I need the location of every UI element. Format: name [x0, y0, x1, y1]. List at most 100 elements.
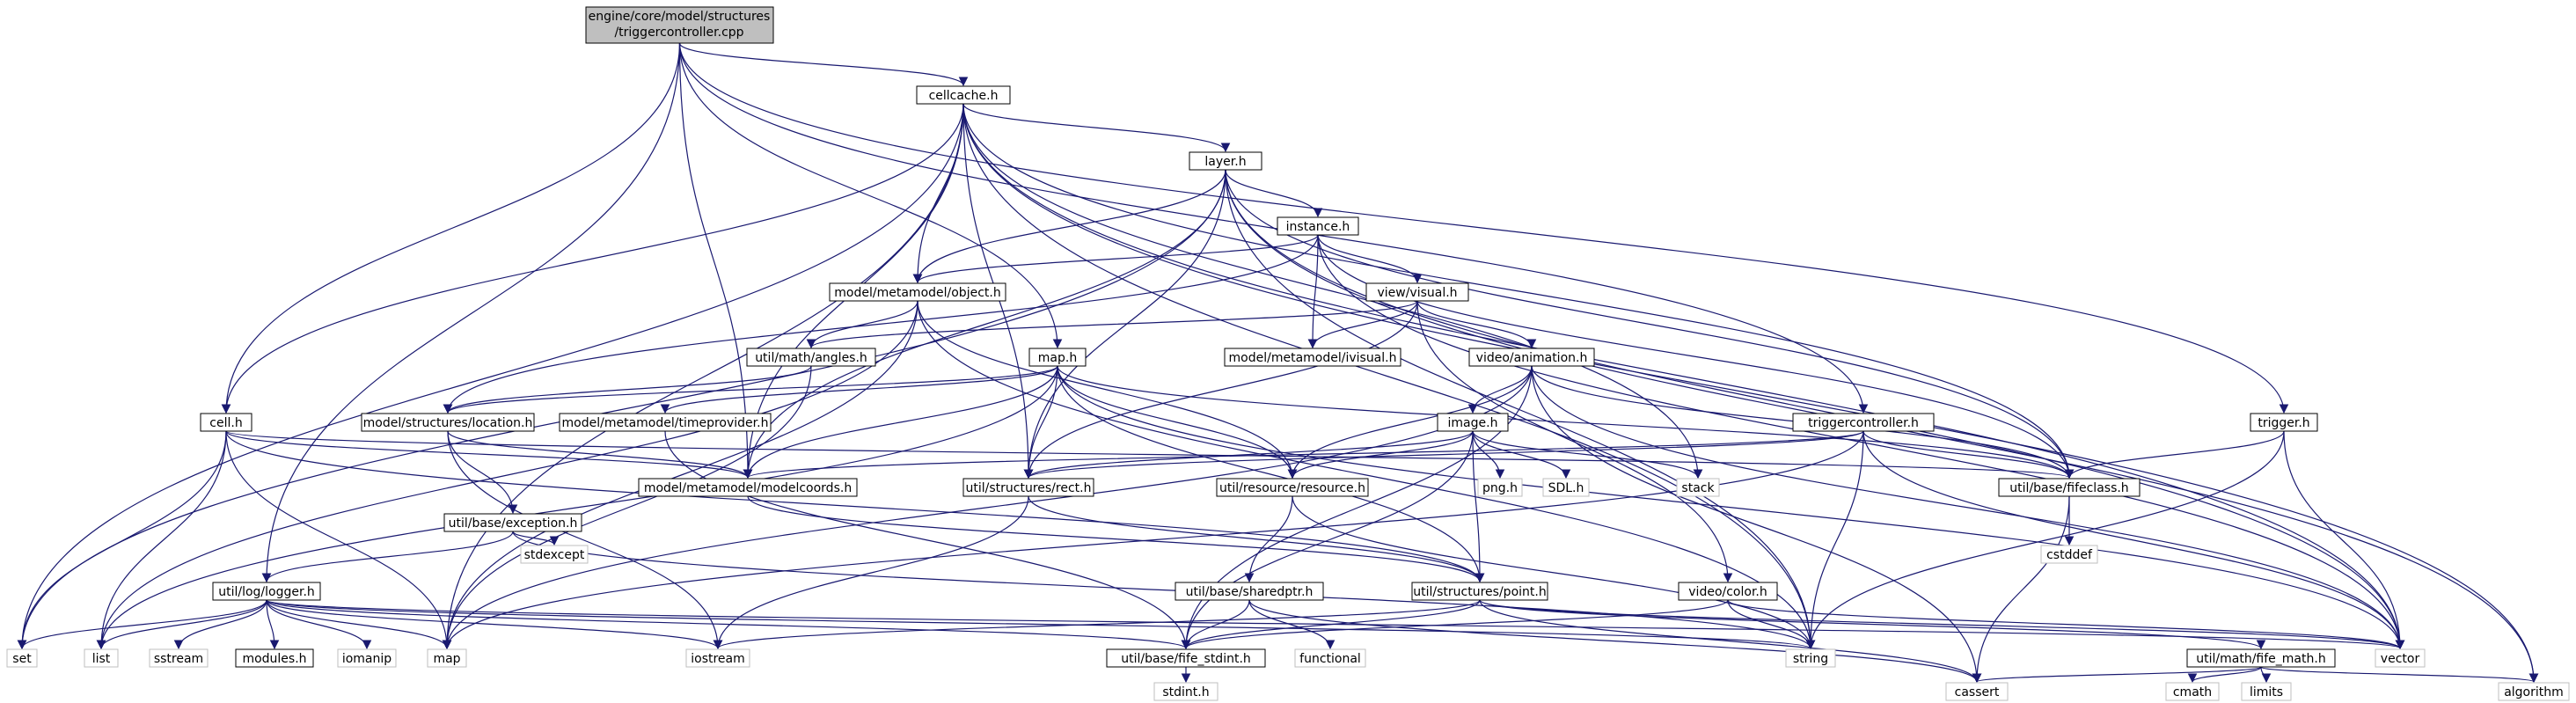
edge-cellcache-h-to-string	[962, 103, 1816, 650]
node-stdint-h[interactable]: stdint.h	[1153, 682, 1218, 701]
edge-trigger-h-to-string	[1805, 430, 2285, 650]
edge-rect-h-to-point-h	[1028, 495, 1485, 583]
svg-text:instance.h: instance.h	[1286, 220, 1350, 234]
edge-cell-h-to-set	[17, 430, 227, 650]
node-string[interactable]: string	[1785, 648, 1836, 668]
edge-triggercontroller-h-to-modelcoords-h	[743, 430, 1864, 480]
edge-map-h-to-resource-h	[1057, 365, 1298, 480]
svg-text:limits: limits	[2250, 685, 2283, 699]
node-angles-h[interactable]: util/math/angles.h	[746, 348, 876, 367]
node-fife-stdint-h[interactable]: util/base/fife_stdint.h	[1106, 648, 1266, 668]
node-point-h[interactable]: util/structures/point.h	[1411, 582, 1548, 601]
edge-triggercontroller-cpp-to-triggercontroller-h	[678, 42, 1869, 414]
node-timeprovider-h[interactable]: model/metamodel/timeprovider.h	[559, 413, 772, 432]
node-image-h[interactable]: image.h	[1437, 413, 1509, 432]
edge-visual-h-to-animation-h	[1416, 300, 1537, 349]
edge-cell-h-to-list	[96, 430, 227, 650]
edge-cell-h-to-modelcoords-h	[225, 430, 753, 480]
node-modelcoords-h[interactable]: model/metamodel/modelcoords.h	[638, 478, 858, 497]
node-triggercontroller-cpp[interactable]: engine/core/model/structures/triggercont…	[585, 6, 774, 44]
node-trigger-h[interactable]: trigger.h	[2250, 413, 2318, 432]
node-resource-h[interactable]: util/resource/resource.h	[1216, 478, 1369, 497]
svg-text:util/base/fifeclass.h: util/base/fifeclass.h	[2009, 481, 2128, 495]
node-object-h[interactable]: model/metamodel/object.h	[829, 282, 1006, 302]
svg-text:util/math/fife_math.h: util/math/fife_math.h	[2196, 652, 2325, 666]
node-location-h[interactable]: model/structures/location.h	[361, 413, 535, 432]
node-exception-h[interactable]: util/base/exception.h	[443, 513, 582, 532]
svg-text:util/structures/rect.h: util/structures/rect.h	[966, 481, 1092, 495]
node-limits[interactable]: limits	[2241, 682, 2292, 701]
node-png-h[interactable]: png.h	[1477, 478, 1523, 497]
node-map[interactable]: map	[427, 648, 467, 668]
node-vector[interactable]: vector	[2375, 648, 2426, 668]
edge-cell-h-to-point-h	[225, 430, 1485, 583]
edge-fife-math-h-to-algorithm	[2260, 666, 2539, 684]
edge-triggercontroller-cpp-to-cell-h	[221, 42, 681, 414]
svg-text:stdexcept: stdexcept	[524, 548, 585, 562]
node-root-line2: /triggercontroller.cpp	[614, 26, 743, 40]
edge-point-h-to-iostream	[713, 599, 1481, 650]
svg-text:functional: functional	[1299, 652, 1361, 666]
node-fife-math-h[interactable]: util/math/fife_math.h	[2186, 648, 2336, 668]
edge-map-h-to-list	[96, 365, 1058, 650]
node-stack[interactable]: stack	[1676, 478, 1720, 497]
edge-location-h-to-iostream	[447, 430, 723, 650]
svg-text:iomanip: iomanip	[342, 652, 392, 666]
edge-visual-h-to-color-h	[1416, 300, 1733, 583]
node-algorithm[interactable]: algorithm	[2498, 682, 2570, 701]
node-rect-h[interactable]: util/structures/rect.h	[962, 478, 1094, 497]
edge-sharedptr-h-to-functional	[1248, 599, 1336, 650]
edge-layer-h-to-modelcoords-h	[743, 169, 1226, 480]
node-cellcache-h[interactable]: cellcache.h	[916, 85, 1011, 105]
edge-sharedptr-h-to-cassert	[1248, 599, 1982, 684]
node-iomanip[interactable]: iomanip	[337, 648, 397, 668]
node-list[interactable]: list	[84, 648, 119, 668]
svg-text:util/base/fife_stdint.h: util/base/fife_stdint.h	[1121, 652, 1251, 666]
node-sdl-h[interactable]: SDL.h	[1542, 478, 1590, 497]
svg-text:image.h: image.h	[1448, 416, 1498, 430]
edge-object-h-to-map	[442, 300, 918, 650]
node-triggercontroller-h[interactable]: triggercontroller.h	[1792, 413, 1935, 432]
svg-text:model/metamodel/timeprovider.h: model/metamodel/timeprovider.h	[562, 416, 769, 430]
node-animation-h[interactable]: video/animation.h	[1468, 348, 1595, 367]
node-instance-h[interactable]: instance.h	[1277, 216, 1359, 236]
node-cmath[interactable]: cmath	[2165, 682, 2220, 701]
edge-cellcache-h-to-map	[442, 103, 964, 650]
node-visual-h[interactable]: view/visual.h	[1365, 282, 1469, 302]
edge-triggercontroller-h-to-string	[1805, 430, 1864, 650]
svg-text:cmath: cmath	[2173, 685, 2212, 699]
edge-animation-h-to-image-h	[1467, 365, 1533, 414]
node-set[interactable]: set	[6, 648, 38, 668]
node-iostream[interactable]: iostream	[685, 648, 750, 668]
node-logger-h[interactable]: util/log/logger.h	[212, 582, 321, 601]
node-cstddef[interactable]: cstddef	[2040, 545, 2098, 564]
edge-point-h-to-fife-math-h	[1479, 599, 2266, 650]
node-stdexcept[interactable]: stdexcept	[520, 545, 589, 564]
edge-angles-h-to-map	[442, 365, 812, 650]
node-ivisual-h[interactable]: model/metamodel/ivisual.h	[1224, 348, 1401, 367]
svg-text:view/visual.h: view/visual.h	[1377, 286, 1457, 300]
node-map-h[interactable]: map.h	[1028, 348, 1087, 367]
node-layer-h[interactable]: layer.h	[1189, 151, 1262, 171]
node-sstream[interactable]: sstream	[149, 648, 209, 668]
edge-resource-h-to-sharedptr-h	[1244, 495, 1293, 583]
svg-text:model/metamodel/modelcoords.h: model/metamodel/modelcoords.h	[644, 481, 852, 495]
edge-instance-h-to-location-h	[443, 234, 1319, 414]
edge-logger-h-to-string	[266, 599, 1815, 650]
node-functional[interactable]: functional	[1294, 648, 1366, 668]
node-modules-h[interactable]: modules.h	[235, 648, 314, 668]
edge-image-h-to-stack	[1472, 430, 1703, 480]
node-cell-h[interactable]: cell.h	[200, 413, 252, 432]
edge-instance-h-to-ivisual-h	[1307, 234, 1319, 349]
edge-layer-h-to-string	[1225, 169, 1816, 650]
edge-layer-h-to-vector	[1225, 169, 2405, 650]
node-sharedptr-h[interactable]: util/base/sharedptr.h	[1175, 582, 1324, 601]
node-color-h[interactable]: video/color.h	[1678, 582, 1778, 601]
node-fifeclass-h[interactable]: util/base/fifeclass.h	[1998, 478, 2141, 497]
edge-object-h-to-list	[96, 300, 918, 650]
edge-triggercontroller-cpp-to-cellcache-h	[678, 42, 969, 87]
node-cassert[interactable]: cassert	[1945, 682, 2009, 701]
svg-text:video/animation.h: video/animation.h	[1476, 351, 1588, 365]
svg-text:map: map	[433, 652, 460, 666]
edge-image-h-to-fife-stdint-h	[1181, 430, 1474, 650]
